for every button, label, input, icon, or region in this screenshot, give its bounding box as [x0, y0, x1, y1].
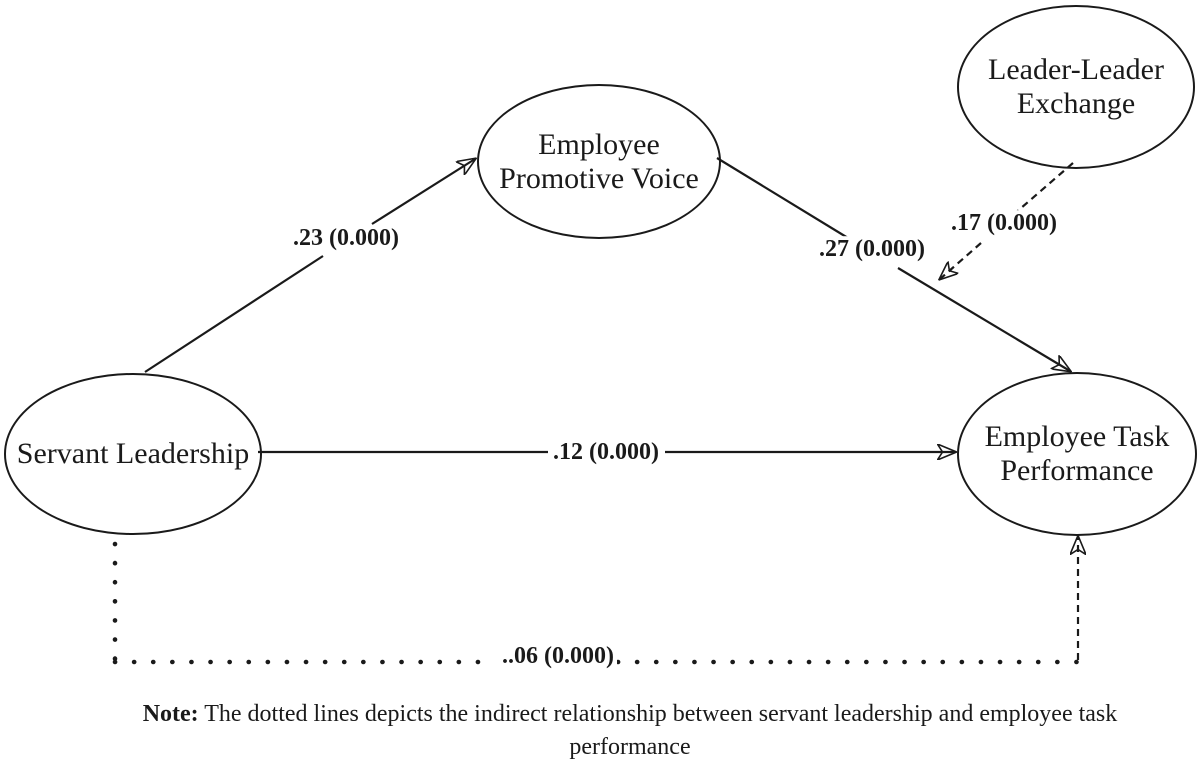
node-label: Employee Task — [984, 420, 1170, 454]
node-label: Performance — [1000, 454, 1154, 487]
edge-label-voice-performance: .27 (0.000) — [816, 236, 928, 264]
node-label: Promotive Voice — [499, 161, 699, 195]
node-label: Servant Leadership — [16, 437, 250, 471]
figure-note: Note: The dotted lines depicts the indir… — [60, 698, 1200, 764]
node-employee-promotive-voice: Employee Promotive Voice — [477, 84, 721, 239]
node-label: Exchange — [1016, 87, 1136, 120]
edge-servant-to-voice-arrow — [144, 159, 475, 373]
edge-label-direct-effect: .12 (0.000) — [550, 439, 662, 467]
note-prefix: Note: — [142, 701, 199, 727]
node-leader-leader-exchange: Leader-Leader Exchange — [957, 5, 1195, 169]
edge-label-indirect-effect: ..06 (0.000) — [499, 643, 617, 671]
edge-label-servant-voice: .23 (0.000) — [290, 225, 402, 253]
node-label: Employee — [538, 127, 660, 161]
edge-label-lle-moderation: .17 (0.000) — [948, 210, 1060, 238]
note-line-2: performance — [569, 734, 691, 760]
node-servant-leadership: Servant Leadership — [4, 373, 262, 535]
edge-voice-to-performance-arrow — [716, 157, 1070, 371]
note-text: The dotted lines depicts the indirect re… — [198, 701, 1118, 727]
node-employee-task-performance: Employee Task Performance — [957, 372, 1197, 536]
node-label: Leader-Leader — [988, 53, 1164, 87]
note-line-1: Note: The dotted lines depicts the indir… — [60, 698, 1200, 731]
